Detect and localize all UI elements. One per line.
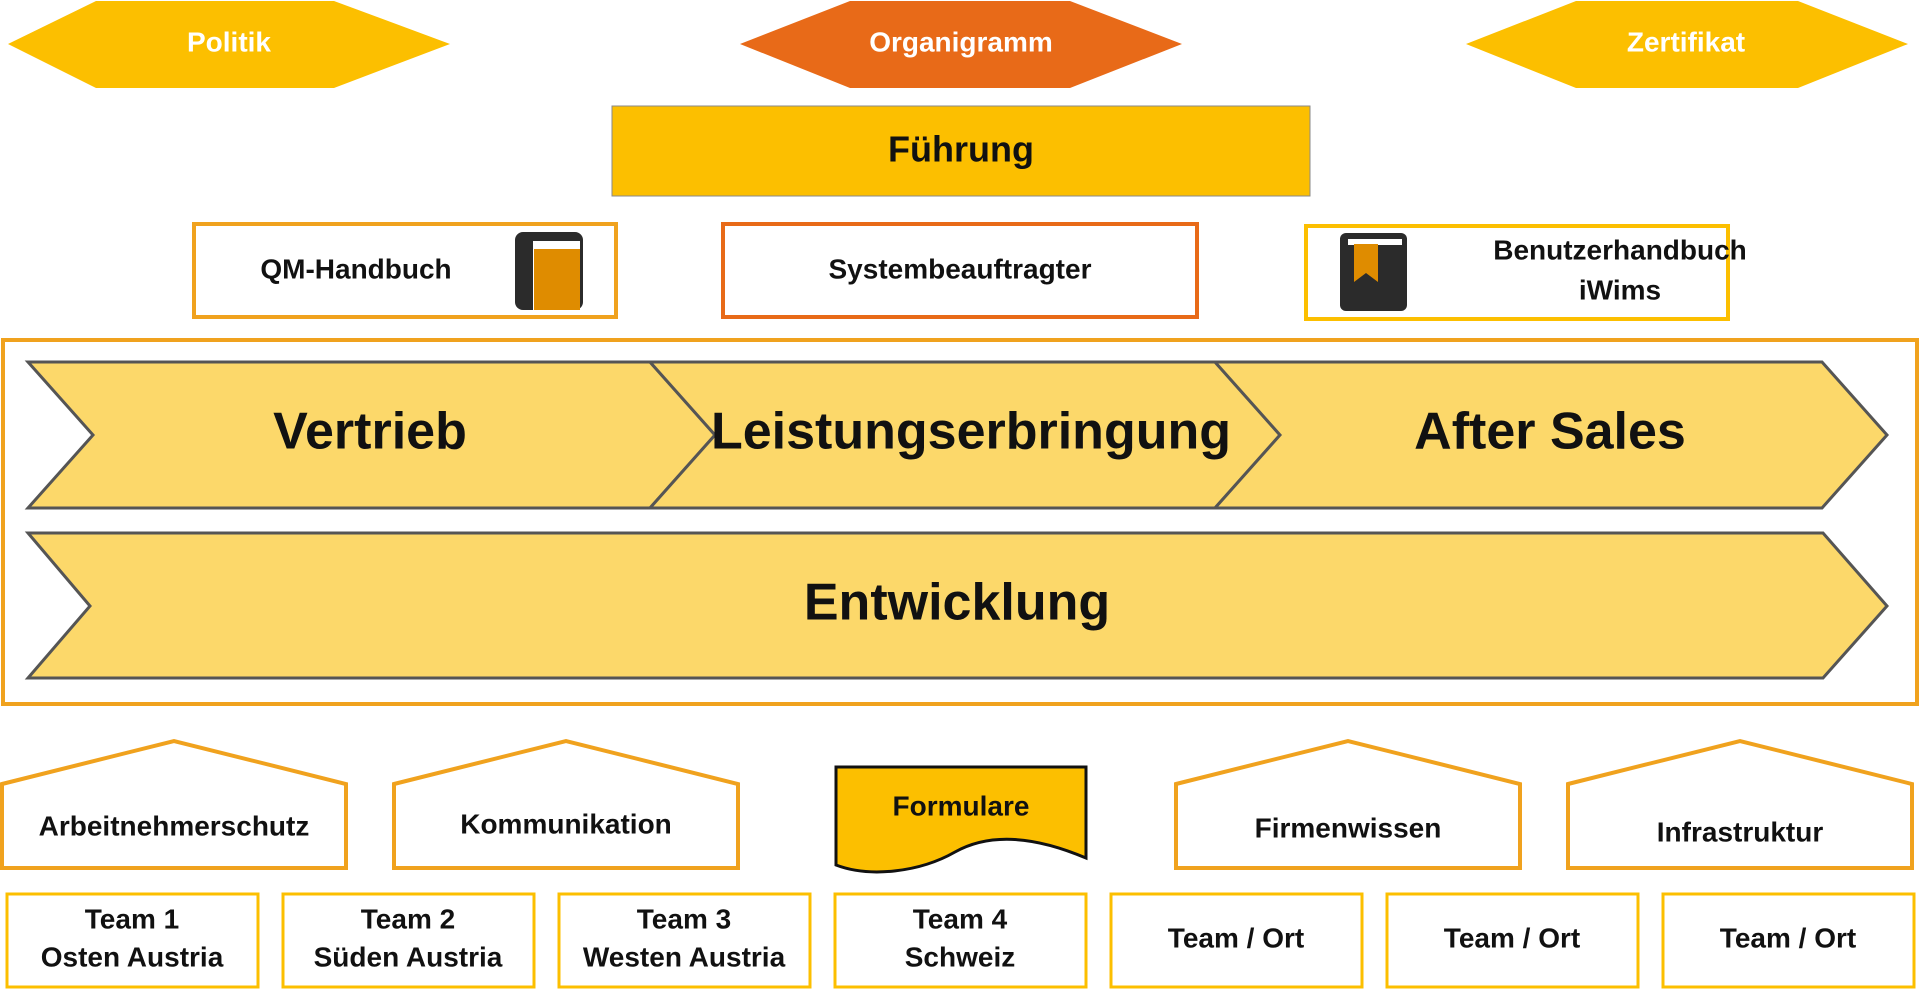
team-box-7[interactable]: Team / Ort — [1661, 892, 1916, 989]
systembeauftragter-box[interactable]: Systembeauftragter — [721, 222, 1199, 319]
team-3-line2: Westen Austria — [583, 941, 786, 972]
benutzerhandbuch-line1: Benutzerhandbuch — [1493, 234, 1747, 265]
support-firmenwissen[interactable]: Firmenwissen — [1174, 738, 1522, 870]
team-box-6[interactable]: Team / Ort — [1385, 892, 1640, 989]
support-formulare-label: Formulare — [893, 790, 1030, 821]
team-box-2[interactable]: Team 2 Süden Austria — [281, 892, 536, 989]
team-2-line1: Team 2 — [361, 903, 455, 934]
chevron-vertrieb[interactable]: Vertrieb — [24, 360, 718, 510]
team-box-1[interactable]: Team 1 Osten Austria — [5, 892, 260, 989]
team-3-line1: Team 3 — [637, 903, 731, 934]
support-formulare[interactable]: Formulare — [834, 765, 1088, 874]
bookmark-book-icon — [1340, 233, 1407, 311]
team-6-label: Team / Ort — [1444, 922, 1580, 953]
benutzerhandbuch-line2: iWims — [1579, 274, 1661, 305]
support-infrastruktur-label: Infrastruktur — [1657, 816, 1824, 847]
chevron-after-sales[interactable]: After Sales — [1211, 360, 1890, 510]
hexagon-zertifikat[interactable]: Zertifikat — [1466, 1, 1908, 88]
qm-handbuch-label: QM-Handbuch — [260, 253, 451, 284]
systembeauftragter-label: Systembeauftragter — [829, 253, 1092, 284]
chevron-leistungserbringung-label: Leistungserbringung — [711, 403, 1231, 461]
support-infrastruktur[interactable]: Infrastruktur — [1566, 738, 1914, 870]
team-1-line1: Team 1 — [85, 903, 179, 934]
fuehrung-box[interactable]: Führung — [611, 105, 1311, 197]
hexagon-organigramm-label: Organigramm — [869, 26, 1053, 57]
benutzerhandbuch-box[interactable]: Benutzerhandbuch iWims — [1304, 224, 1747, 321]
chevron-after-sales-label: After Sales — [1414, 403, 1686, 461]
chevron-entwicklung[interactable]: Entwicklung — [24, 531, 1890, 680]
hexagon-organigramm[interactable]: Organigramm — [740, 1, 1182, 88]
team-2-line2: Süden Austria — [314, 941, 503, 972]
support-firmenwissen-label: Firmenwissen — [1255, 812, 1442, 843]
support-arbeitnehmerschutz[interactable]: Arbeitnehmerschutz — [0, 738, 348, 870]
hexagon-politik[interactable]: Politik — [8, 1, 450, 88]
team-1-line2: Osten Austria — [41, 941, 224, 972]
book-icon — [515, 232, 583, 310]
qm-handbuch-box[interactable]: QM-Handbuch — [192, 222, 618, 319]
support-arbeitnehmerschutz-label: Arbeitnehmerschutz — [39, 810, 310, 841]
team-box-4[interactable]: Team 4 Schweiz — [833, 892, 1088, 989]
chevron-vertrieb-label: Vertrieb — [273, 403, 467, 461]
support-kommunikation-label: Kommunikation — [460, 808, 672, 839]
support-kommunikation[interactable]: Kommunikation — [392, 738, 740, 870]
hexagon-zertifikat-label: Zertifikat — [1627, 26, 1745, 57]
fuehrung-label: Führung — [888, 129, 1034, 170]
chevron-entwicklung-label: Entwicklung — [804, 574, 1110, 632]
team-5-label: Team / Ort — [1168, 922, 1304, 953]
hexagon-politik-label: Politik — [187, 26, 271, 57]
team-box-3[interactable]: Team 3 Westen Austria — [557, 892, 812, 989]
team-4-line1: Team 4 — [913, 903, 1008, 934]
team-7-label: Team / Ort — [1720, 922, 1856, 953]
chevron-leistungserbringung[interactable]: Leistungserbringung — [646, 360, 1283, 510]
team-box-5[interactable]: Team / Ort — [1109, 892, 1364, 989]
team-4-line2: Schweiz — [905, 941, 1015, 972]
